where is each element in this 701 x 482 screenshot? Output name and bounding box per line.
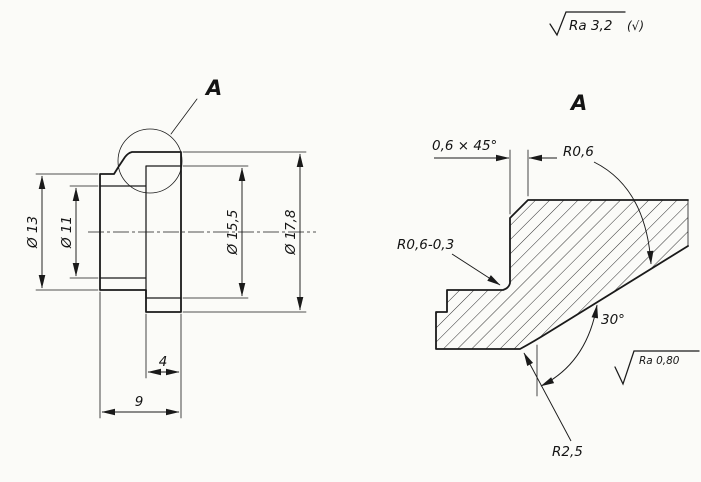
dim-text-d11: Ø 11 xyxy=(59,216,75,249)
part-inner-lines xyxy=(99,165,182,299)
detail-circle xyxy=(117,128,183,194)
detail-marker-label: A xyxy=(204,76,222,100)
dim-text-len4: 4 xyxy=(159,354,168,370)
radius-top-text: R0,6 xyxy=(563,144,594,160)
dim-text-d178: Ø 17,8 xyxy=(283,210,299,256)
general-roughness-suffix: (√) xyxy=(627,19,644,33)
detail-roughness-value: Ra 0,80 xyxy=(639,355,680,367)
detail-roughness-mark: Ra 0,80 xyxy=(614,350,700,386)
chamfer-dim-text: 0,6 × 45° xyxy=(432,138,497,154)
general-roughness-value: Ra 3,2 xyxy=(569,18,612,34)
dim-text-d155: Ø 15,5 xyxy=(225,210,241,256)
roughness-check-icon xyxy=(614,350,700,386)
detail-view-title: A xyxy=(569,91,587,115)
detail-outline xyxy=(435,199,689,350)
extension-lines xyxy=(35,151,307,419)
section-hatch xyxy=(436,200,688,349)
dim-text-len9: 9 xyxy=(135,394,144,410)
radius-top-leader xyxy=(593,161,654,265)
part-outline xyxy=(99,151,182,313)
detail-leader-line xyxy=(170,98,198,135)
detail-view-a: A 0,6 × 45° R0,6 R0,6-0,3 30° R2,5 Ra 0,… xyxy=(397,91,700,460)
roughness-check-icon xyxy=(549,11,626,37)
radius-step-text: R0,6-0,3 xyxy=(397,237,454,253)
angle-text: 30° xyxy=(601,312,625,328)
main-section-view: A Ø 13 Ø 11 Ø 15,5 Ø 17,8 4 9 xyxy=(25,76,316,419)
radius-fillet-text: R2,5 xyxy=(552,444,583,460)
angle-arc xyxy=(540,304,599,387)
chamfer-extension-lines xyxy=(509,149,529,215)
dim-text-d13: Ø 13 xyxy=(25,216,41,249)
radius-fillet-leader xyxy=(523,352,572,442)
general-roughness-mark: Ra 3,2 (√) xyxy=(549,11,644,37)
radius-step-leader xyxy=(451,253,501,286)
